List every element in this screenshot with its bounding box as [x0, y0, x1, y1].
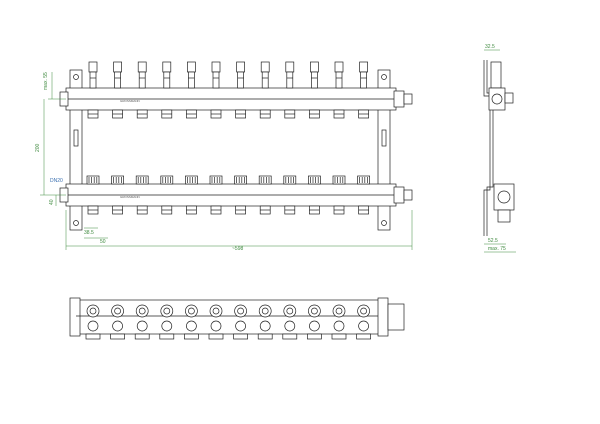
side-bracket — [483, 60, 491, 236]
dim-side-52-5: 52.5 — [488, 238, 498, 244]
valve-outlet — [332, 175, 346, 215]
flow-meter-outlet — [284, 61, 296, 119]
flow-meter-outlet — [161, 61, 173, 119]
dim-38-5: 38.5 — [84, 230, 94, 236]
front-view: GROSSMANN GROSSMANN max. 55 200 DN20 40 … — [35, 61, 413, 252]
top-view-outlet — [85, 304, 101, 340]
top-view-outlet — [208, 304, 224, 340]
valve-outlet — [234, 175, 247, 215]
valve-outlet — [111, 175, 124, 215]
flow-meter-outlet — [235, 61, 246, 119]
ball-valve-handle — [403, 189, 413, 201]
valve-outlet — [135, 175, 149, 215]
top-view-valve — [387, 303, 405, 331]
side-rail-bottom — [493, 183, 515, 211]
ball-valve — [393, 186, 405, 204]
side-view: 32.5 52.5 max. 75 — [483, 44, 516, 253]
flow-meter-outlet — [259, 61, 271, 119]
top-view — [69, 297, 405, 340]
dim-side-top: 32.5 — [485, 44, 495, 50]
dim-overall-length: ~598 — [232, 246, 243, 252]
supply-outlets — [87, 61, 369, 119]
flow-meter-outlet — [112, 61, 123, 119]
top-view-outlet — [184, 304, 199, 340]
valve-outlet — [185, 175, 198, 215]
valve-outlet — [308, 175, 321, 215]
flow-meter-outlet — [87, 61, 99, 119]
bracket-hole — [73, 220, 79, 226]
side-outlet-bottom — [497, 209, 511, 223]
bracket-hole — [381, 220, 387, 226]
dim-pitch: 50 — [100, 239, 106, 245]
side-outlet-top — [490, 61, 502, 89]
return-outlets — [86, 175, 370, 215]
top-view-outlets — [85, 304, 371, 340]
valve-outlet — [258, 175, 272, 215]
flow-meter-outlet — [186, 61, 197, 119]
ball-valve — [393, 90, 405, 108]
top-view-outlet — [233, 304, 248, 340]
dim-top-max: max. 55 — [43, 72, 49, 90]
dim-side-max-75: max. 75 — [488, 246, 506, 252]
flow-meter-outlet — [210, 61, 222, 119]
valve-outlet — [209, 175, 223, 215]
valve-outlet — [160, 175, 174, 215]
top-view-outlet — [331, 304, 347, 340]
top-view-body — [75, 299, 381, 335]
top-view-outlet — [159, 304, 175, 340]
flow-meter-outlet — [136, 61, 148, 119]
top-view-outlet — [356, 304, 371, 340]
top-view-end-right — [377, 297, 389, 337]
bracket-slot — [73, 129, 79, 147]
bracket-hole — [381, 74, 387, 80]
top-view-outlet — [134, 304, 150, 340]
top-view-outlet — [110, 304, 125, 340]
brand-label: GROSSMANN — [120, 99, 140, 103]
valve-outlet — [357, 175, 370, 215]
top-view-end-left — [69, 297, 81, 337]
top-view-outlet — [307, 304, 322, 340]
brand-label: GROSSMANN — [120, 195, 140, 199]
ball-valve-handle — [403, 93, 413, 105]
flow-meter-outlet — [309, 61, 320, 119]
dn-label: DN20 — [50, 178, 63, 184]
dim-height: 200 — [35, 143, 41, 152]
flow-meter-outlet — [358, 61, 369, 119]
top-view-outlet — [257, 304, 273, 340]
bracket-hole — [73, 74, 79, 80]
bracket-slot — [381, 129, 387, 147]
valve-outlet — [86, 175, 100, 215]
dim-40: 40 — [49, 199, 55, 205]
side-rail-top — [488, 87, 506, 111]
top-view-outlet — [282, 304, 298, 340]
flow-meter-outlet — [333, 61, 345, 119]
valve-outlet — [283, 175, 297, 215]
